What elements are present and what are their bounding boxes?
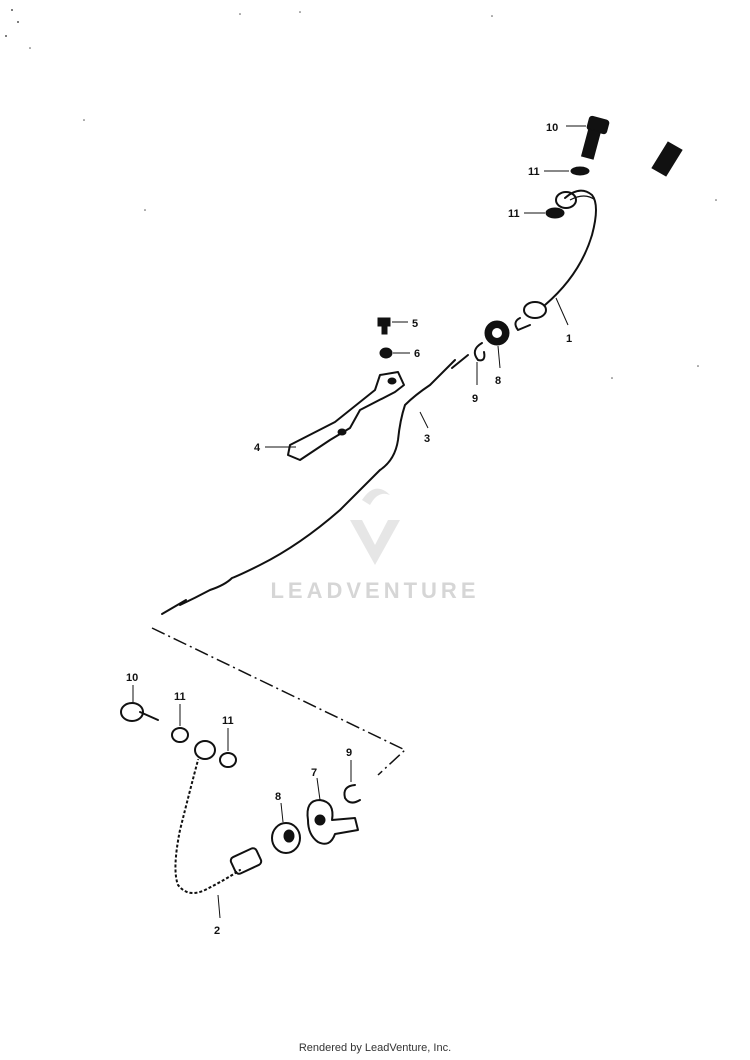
svg-text:5: 5	[412, 318, 418, 330]
bracket-part-7	[306, 799, 359, 845]
bracket-part-4	[287, 371, 405, 461]
svg-text:6: 6	[414, 348, 420, 360]
svg-text:2: 2	[214, 925, 220, 937]
bolt-part-5	[377, 317, 391, 335]
clip-lower	[343, 784, 361, 804]
callout-6: 6	[393, 348, 420, 360]
washer-top-1	[570, 166, 590, 176]
callout-7: 7	[311, 767, 321, 801]
svg-text:10: 10	[126, 672, 138, 684]
svg-text:10: 10	[546, 122, 558, 134]
svg-text:7: 7	[311, 767, 317, 779]
svg-text:11: 11	[174, 691, 186, 703]
footer-credit: Rendered by LeadVenture, Inc.	[298, 1042, 452, 1054]
callout-1: 1	[555, 297, 572, 345]
washer-bottom-1	[171, 727, 189, 743]
callout-11-top-1: 11	[528, 166, 569, 178]
callout-8-lower: 8	[275, 791, 284, 823]
grommet-lower	[271, 822, 301, 854]
banjo-bolt-bottom	[120, 702, 159, 722]
callout-4: 4	[254, 442, 296, 454]
clip-bracket-top-right	[651, 141, 683, 177]
watermark-text: LEADVENTURE	[270, 578, 479, 603]
washer-top-2	[545, 207, 565, 219]
brake-hose-upper	[514, 189, 597, 331]
svg-text:8: 8	[495, 375, 501, 387]
callout-11-bottom-2: 11	[222, 715, 234, 751]
brake-hose-lower	[173, 740, 263, 895]
svg-text:11: 11	[222, 715, 234, 727]
svg-text:11: 11	[528, 166, 540, 178]
washer-part-6	[379, 347, 393, 359]
brake-pipe	[161, 354, 469, 615]
svg-text:4: 4	[254, 442, 261, 454]
banjo-bolt-top	[580, 115, 610, 160]
callout-10-top: 10	[546, 122, 586, 134]
washer-bottom-2	[219, 752, 237, 768]
scan-specks	[5, 9, 717, 379]
callout-11-bottom-1: 11	[174, 691, 186, 726]
callout-3: 3	[419, 411, 430, 445]
reference-line	[151, 627, 407, 776]
svg-text:9: 9	[472, 393, 478, 405]
grommet-upper	[484, 320, 510, 346]
clip-upper	[473, 342, 486, 362]
callout-8-upper: 8	[495, 345, 501, 387]
svg-text:11: 11	[508, 208, 520, 220]
callout-5: 5	[392, 318, 418, 330]
callout-9-upper: 9	[472, 362, 478, 405]
svg-text:9: 9	[346, 747, 352, 759]
callout-11-top-2: 11	[508, 208, 545, 220]
callout-10-bottom: 10	[126, 672, 138, 702]
svg-text:8: 8	[275, 791, 281, 803]
svg-text:3: 3	[424, 433, 430, 445]
callout-9-lower: 9	[346, 747, 352, 782]
callout-2: 2	[214, 894, 221, 937]
watermark-logo	[350, 488, 400, 565]
svg-text:1: 1	[566, 333, 572, 345]
